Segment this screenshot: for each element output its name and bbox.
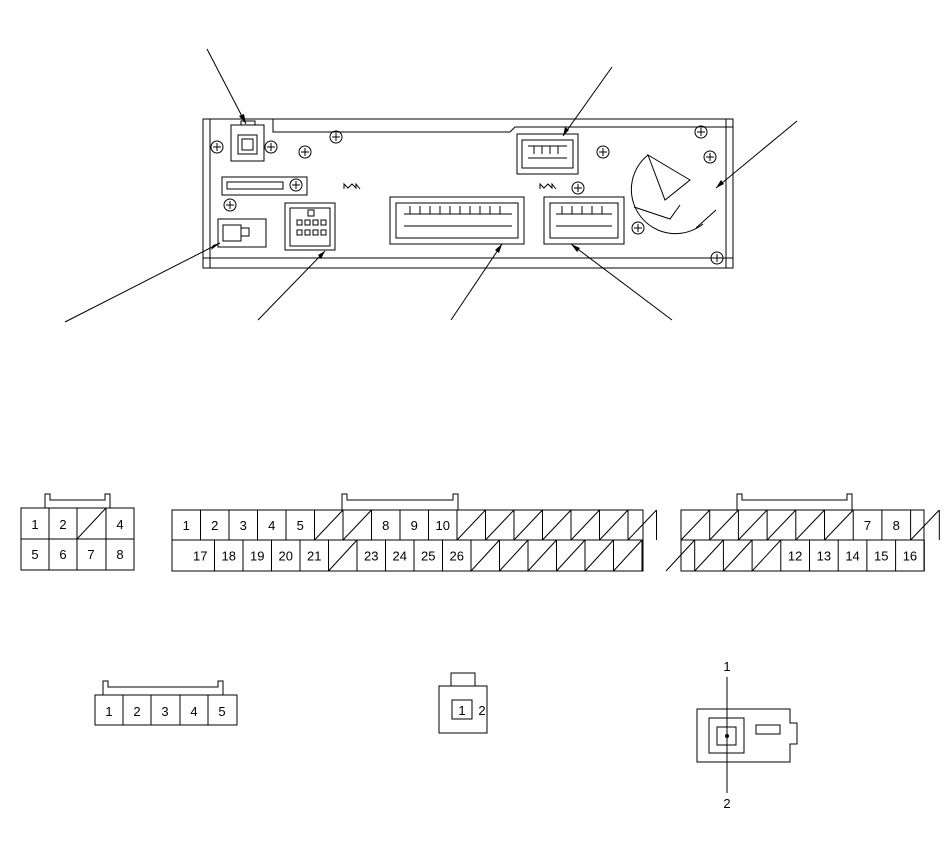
unused-pin-slash: [456, 509, 486, 541]
unused-pin-slash: [470, 539, 500, 572]
connector-socket-26pin: [389, 196, 525, 245]
pin-label: 1: [458, 703, 465, 718]
pin-label: 17: [193, 549, 207, 564]
pin-label: 4: [190, 704, 197, 719]
unused-pin-slash: [795, 509, 825, 541]
unused-pin-slash: [513, 509, 543, 541]
head-unit-rear-panel: [202, 118, 734, 269]
unused-pin-slash: [556, 539, 586, 572]
pin-label: 14: [845, 549, 859, 564]
unused-pin-slash: [342, 509, 372, 541]
usb-port: [230, 120, 265, 162]
pin-label: 2: [133, 704, 140, 719]
antenna-jack-face: 1 2: [696, 659, 798, 811]
connector-socket-16pin: [543, 196, 625, 245]
unused-pin-slash: [485, 509, 515, 541]
unused-pin-slash: [665, 539, 696, 572]
unused-pin-slash: [328, 539, 358, 572]
pin-label: 19: [250, 549, 264, 564]
pin-label: 4: [268, 518, 275, 533]
pin-label: 26: [450, 549, 464, 564]
unused-pin-slash: [584, 539, 614, 572]
antenna-socket: [630, 153, 717, 235]
unused-pin-slash: [694, 539, 724, 572]
pin-label: 1: [105, 704, 112, 719]
card-slot: [221, 176, 308, 196]
unused-pin-slash: [910, 509, 940, 541]
unused-pin-slash: [680, 509, 711, 541]
pin-label: 2: [478, 703, 485, 718]
pin-label: 16: [903, 549, 917, 564]
pin-label: 4: [116, 517, 123, 532]
unused-pin-slash: [314, 509, 344, 541]
pin-label: 3: [161, 704, 168, 719]
pin-label: 5: [31, 547, 38, 562]
terminal-label: 2: [723, 796, 730, 811]
unused-pin-slash: [527, 539, 557, 572]
pin-label: 7: [87, 547, 94, 562]
unused-pin-slash: [613, 539, 643, 572]
screw-icon: [210, 125, 724, 265]
pin-label: 2: [211, 518, 218, 533]
pin-label: 13: [817, 549, 831, 564]
pin-grid-16: 7 8 12 13 14 15 16: [665, 509, 940, 572]
pin-label: 25: [421, 549, 435, 564]
pin-label: 18: [222, 549, 236, 564]
pin-label: 23: [364, 549, 378, 564]
unused-pin-slash: [751, 539, 782, 572]
pin-label: 10: [436, 518, 450, 533]
ground-symbol-icon: [539, 182, 557, 190]
pin-label: 5: [218, 704, 225, 719]
pin-label: 2: [59, 517, 66, 532]
pin-label: 3: [240, 518, 247, 533]
pin-label: 7: [864, 518, 871, 533]
unused-pin-slash: [738, 509, 768, 541]
pin-label: 8: [893, 518, 900, 533]
unused-pin-slash: [709, 509, 739, 541]
unused-pin-slash: [76, 507, 107, 540]
pin-label: 5: [297, 518, 304, 533]
unused-pin-slash: [723, 539, 753, 572]
unused-pin-slash: [542, 509, 572, 541]
pin-label: 8: [116, 547, 123, 562]
unused-pin-slash: [599, 509, 629, 541]
connector-socket-5pin: [516, 133, 579, 175]
pin-label: 1: [183, 518, 190, 533]
pin-label: 8: [382, 518, 389, 533]
connector-socket-8pin: [284, 202, 336, 251]
ground-symbol-icon: [343, 182, 361, 190]
pin-label: 21: [307, 549, 321, 564]
connector-5pin-face: 1 2 3 4 5: [94, 680, 238, 726]
connector-16pin-face: 7 8 12 13 14 15 16: [665, 493, 940, 572]
pin-label: 9: [411, 518, 418, 533]
connector-2pin-face: 1 2: [438, 672, 488, 734]
pin-label: 24: [393, 549, 407, 564]
pin-label: 12: [788, 549, 802, 564]
terminal-label: 1: [723, 659, 730, 674]
unused-pin-slash: [570, 509, 600, 541]
unused-pin-slash: [499, 539, 529, 572]
unused-pin-slash: [766, 509, 797, 541]
pin-label: 1: [31, 517, 38, 532]
leader-lines: [64, 48, 798, 323]
switch-block: [217, 218, 267, 248]
unused-pin-slash: [627, 509, 657, 541]
pin-label: 6: [59, 547, 66, 562]
connector-8pin-face: 1 2 4 5 6 7 8: [20, 493, 135, 571]
pin-label: 20: [279, 549, 293, 564]
pin-label: 15: [874, 549, 888, 564]
unused-pin-slash: [824, 509, 854, 541]
